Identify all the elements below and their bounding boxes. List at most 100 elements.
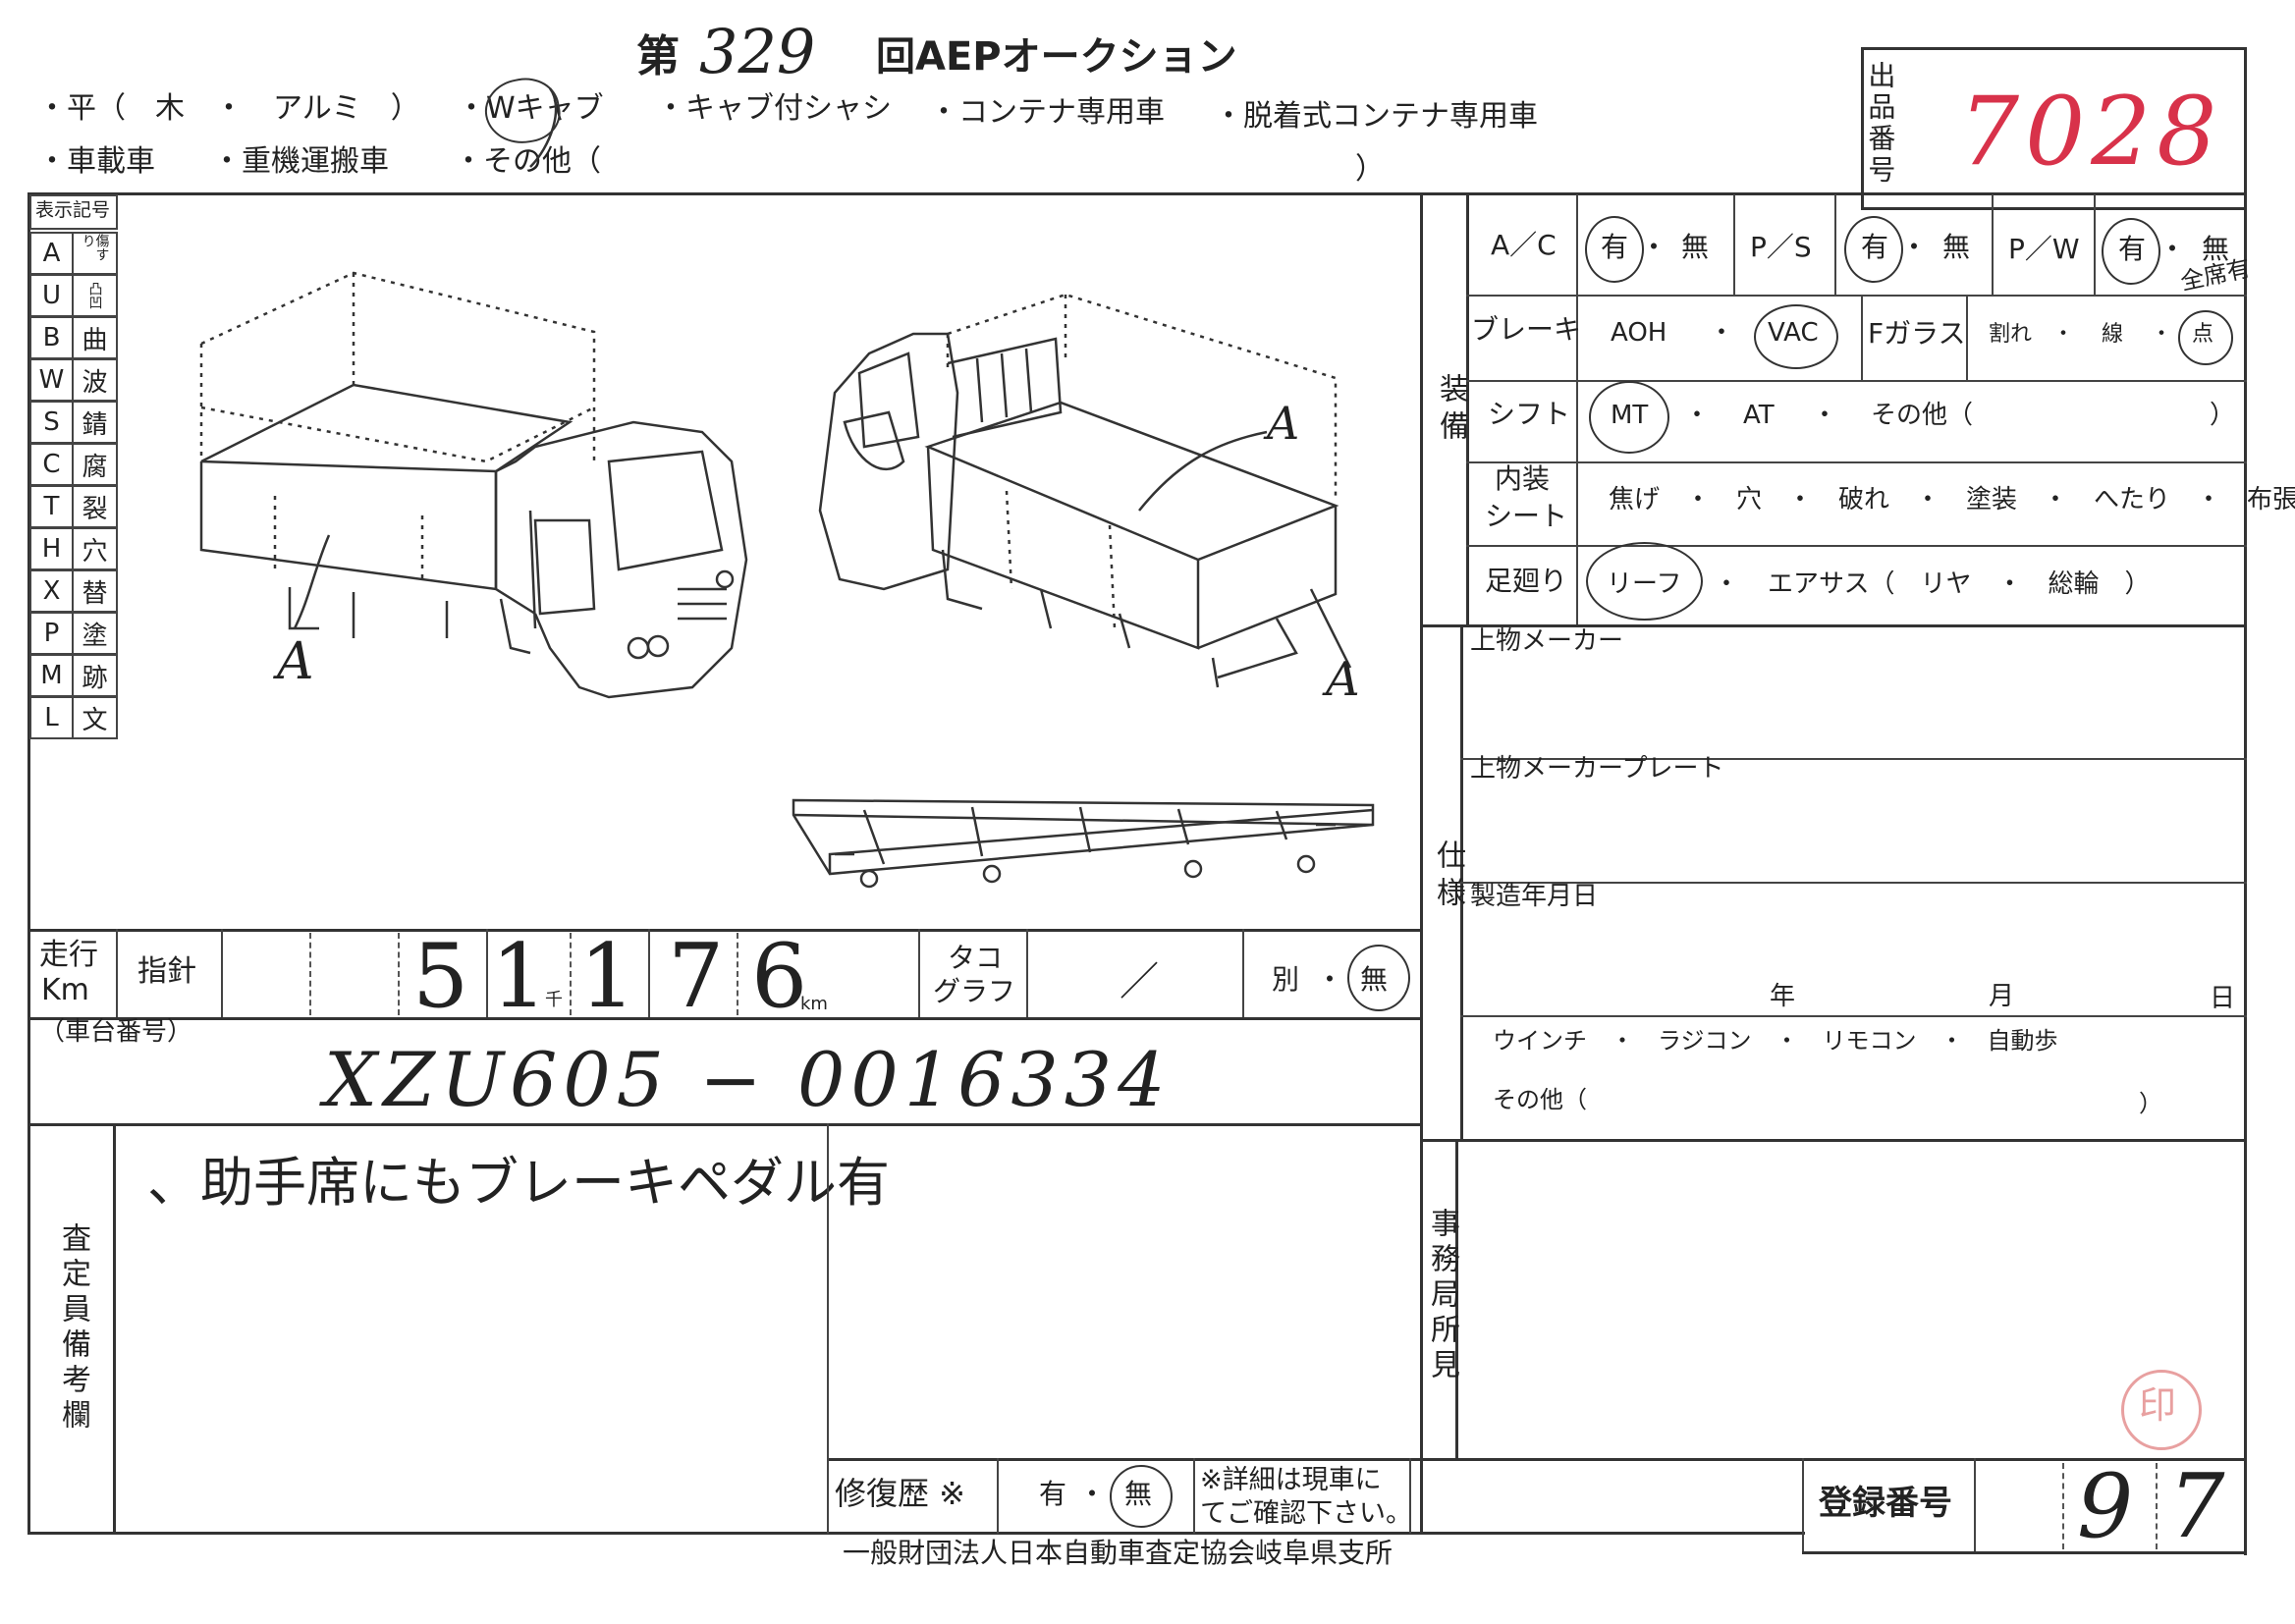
main-right-border (2244, 192, 2247, 1555)
mileage-digit-div-4 (570, 933, 572, 1015)
shift-other-close: ） (2210, 401, 2236, 430)
column-divider (1420, 192, 1423, 1533)
mark-right-top-a: A (1267, 397, 1300, 450)
reg-label: 登録番号 (1819, 1484, 1952, 1523)
ac-label: A／C (1491, 229, 1557, 261)
mark-right-bottom-a: A (1326, 652, 1360, 707)
equip-label: 装備 (1434, 373, 1468, 448)
suspension-air: エアサス（ リヤ ・ 総輪 ） (1768, 569, 2151, 599)
wcab-mark-stroke (529, 87, 558, 168)
suspension-dot: ・ (1714, 569, 1740, 599)
legend-desc-p: 塗 (72, 612, 118, 655)
mileage-div-sep (1242, 929, 1244, 1017)
reg-div-3 (2062, 1463, 2064, 1549)
km-label: km (800, 994, 828, 1014)
mileage-digit-div-5 (648, 929, 650, 1017)
reg-div-1 (1802, 1458, 1804, 1551)
body-type-wcab: ・Wキャブ (457, 91, 604, 126)
legend-desc-w: 波 (72, 358, 118, 402)
spec-bottom-line (1420, 1139, 2247, 1142)
mileage-label-1: 走行 (39, 938, 98, 972)
shift-dot-1: ・ (1684, 401, 1711, 430)
body-plate-label: 上物メーカープレート (1470, 754, 1724, 784)
chassis-number: XZU605 − 0016334 (324, 1036, 1172, 1123)
ac-label-div (1576, 194, 1578, 295)
remarks-label-divider (113, 1123, 116, 1534)
fglass-label-div (1966, 295, 1968, 380)
mileage-label-2: Km (41, 973, 89, 1007)
legend-code-l: L (29, 696, 74, 739)
mileage-digit-5: 6 (751, 925, 808, 1028)
ac-no: 無 (1681, 231, 1710, 263)
legend-code-m: M (29, 654, 74, 697)
pw-label: P／W (2008, 233, 2080, 265)
pw-left-div (1992, 194, 1994, 295)
spec-other: その他（ (1493, 1086, 1587, 1113)
repair-dot: ・ (1078, 1478, 1107, 1510)
ps-label-div (1834, 194, 1836, 295)
body-type-carrier: ・車載車 (37, 144, 155, 179)
office-label: 事務局所見 (1425, 1208, 1459, 1384)
wcab-circle (479, 72, 566, 150)
legend-code-a: A (29, 232, 74, 275)
fglass-label: Fガラス (1868, 317, 1966, 350)
body-type-cab-chassis: ・キャブ付シャシ (656, 91, 892, 126)
legend-desc-c: 腐 (72, 443, 118, 486)
pw-dot: ・ (2158, 233, 2187, 265)
legend-desc-h: 穴 (72, 527, 118, 570)
main-left-border (27, 192, 30, 1534)
fglass-crack: 割れ (1989, 322, 2033, 347)
thousand-label: 千 (545, 990, 563, 1010)
mileage-digit-div-6 (737, 933, 738, 1015)
pw-label-div (2094, 194, 2096, 295)
remarks-label: 査定員備考欄 (56, 1222, 90, 1435)
sep-dot: ・ (1316, 963, 1344, 996)
main-top-border (27, 192, 2247, 195)
chassis-frame-view (792, 798, 1375, 889)
tacho-label-2: グラフ (933, 975, 1016, 1007)
legend-desc-t: 裂 (72, 485, 118, 528)
mileage-top-line (27, 929, 1422, 932)
brake-label: ブレーキ (1471, 313, 1582, 346)
mileage-div-2 (221, 929, 223, 1017)
shift-at: AT (1743, 401, 1775, 430)
legend-code-c: C (29, 443, 74, 486)
mfg-day: 日 (2210, 984, 2236, 1013)
repair-div-3 (1409, 1458, 1411, 1534)
fglass-left-div (1861, 295, 1863, 380)
equip-label-divider (1466, 192, 1469, 624)
repair-no-circle (1110, 1465, 1173, 1528)
remarks-mid-divider (827, 1123, 829, 1459)
inspector-stamp (2121, 1370, 2202, 1450)
legend-code-w: W (29, 358, 74, 402)
mileage-digit-2: 1 (491, 925, 548, 1028)
legend-desc-l: 文 (72, 696, 118, 739)
remarks-note: 、助手席にもブレーキペダル有 (147, 1152, 890, 1214)
sep-label: 別 (1272, 963, 1300, 996)
shift-other: その他（ (1871, 401, 1974, 430)
pw-yes-circle (2102, 218, 2160, 285)
reg-bottom-border (1802, 1551, 2246, 1554)
repair-note-1: ※詳細は現車に (1200, 1465, 1382, 1495)
body-type-other: ・その他（ (454, 144, 601, 179)
legend-code-s: S (29, 401, 74, 444)
brake-dot: ・ (1709, 318, 1735, 348)
spec-label: 仕様 (1431, 839, 1465, 914)
mark-left-a: A (277, 632, 314, 691)
pw-note: 全席有 (2177, 253, 2254, 297)
pw-no: 無 (2202, 233, 2230, 265)
tacho-label-1: タコ (948, 942, 1004, 974)
legend-desc-s: 錆 (72, 401, 118, 444)
equip-row-line-4 (1466, 545, 2247, 547)
mileage-div-1 (116, 929, 118, 1017)
title-prefix: 第 (636, 31, 680, 81)
legend-code-p: P (29, 612, 74, 655)
inspector-stamp-glyph: 印 (2139, 1383, 2177, 1427)
ps-dot: ・ (1900, 231, 1929, 263)
spec-line-1 (1460, 758, 2247, 760)
equip-row-line-2 (1466, 380, 2247, 382)
legend-code-u: U (29, 274, 74, 317)
legend-code-t: T (29, 485, 74, 528)
repair-div-1 (997, 1458, 999, 1534)
ps-left-div (1733, 194, 1735, 295)
